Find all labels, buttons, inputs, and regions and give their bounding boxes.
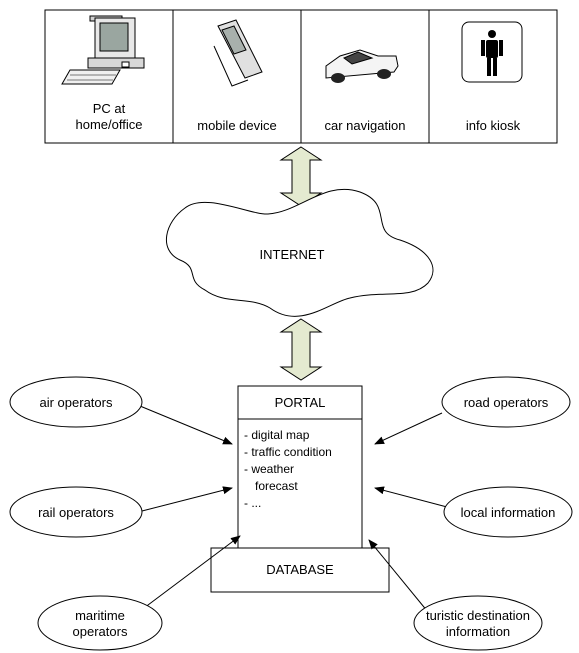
portal-item: - traffic condition [244, 445, 332, 459]
device-label: mobile device [197, 118, 277, 133]
source-label: local information [461, 505, 556, 520]
arrow-rail [141, 486, 233, 512]
portal-box [237, 385, 363, 549]
source-label: turistic destination [426, 608, 530, 623]
arrow-air [139, 405, 233, 445]
source-label: operators [73, 624, 128, 639]
source-node: local information [443, 486, 573, 538]
arrow-local [374, 486, 448, 508]
source-ellipse [413, 595, 543, 651]
portal-item: - digital map [244, 428, 310, 442]
connector-internet-portal [279, 318, 323, 381]
source-label: maritime [75, 608, 125, 623]
source-ellipse [443, 486, 573, 538]
source-ellipse [441, 376, 571, 428]
portal-content-list: - digital map - traffic condition - weathe… [244, 428, 332, 510]
device-label: info kiosk [466, 118, 521, 133]
source-node: road operators [441, 376, 571, 428]
arrow-maritime [143, 535, 241, 609]
data-sources: air operators road operators rail operator… [9, 376, 573, 651]
arrow-road [374, 412, 443, 445]
portal-item: - weather [244, 462, 294, 476]
source-label: rail operators [38, 505, 114, 520]
arrow-turistic [368, 539, 429, 613]
source-label: road operators [464, 395, 549, 410]
source-node: rail operators [9, 486, 143, 538]
source-label: information [446, 624, 510, 639]
mobile-phone-icon [213, 19, 263, 87]
source-ellipse [37, 595, 163, 651]
internet-label: INTERNET [260, 247, 325, 262]
source-node: air operators [9, 376, 143, 428]
device-label: car navigation [325, 118, 406, 133]
device-label: PC at [93, 101, 126, 116]
desktop-pc-icon [61, 15, 145, 85]
database-label: DATABASE [266, 562, 334, 577]
source-label: air operators [40, 395, 113, 410]
source-ellipse [9, 486, 143, 538]
portal-item: - ... [244, 496, 261, 510]
arrows [139, 405, 448, 613]
portal-item: forecast [255, 479, 298, 493]
database-box [210, 547, 390, 593]
internet-cloud [165, 188, 434, 317]
car-icon [325, 49, 399, 83]
person-kiosk-icon [461, 21, 523, 83]
device-label: home/office [76, 117, 143, 132]
portal-title: PORTAL [275, 395, 326, 410]
source-ellipse [9, 376, 143, 428]
